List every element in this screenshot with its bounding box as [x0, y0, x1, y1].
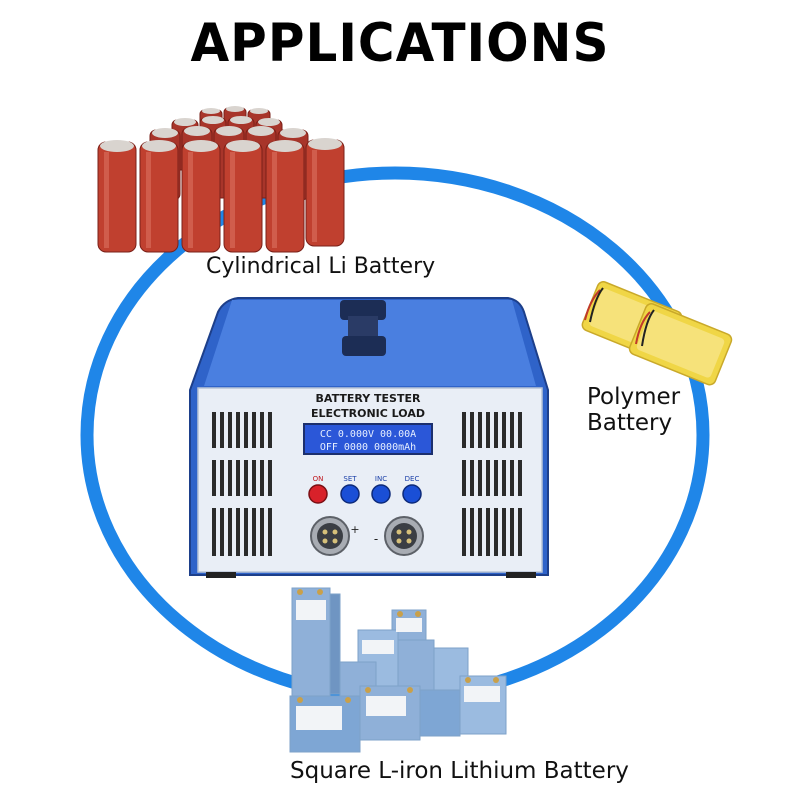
- lcd-line2: OFF 0000 0000mAh: [320, 442, 416, 453]
- terminal-positive: [310, 516, 350, 556]
- device-panel-line1: BATTERY TESTER: [316, 392, 421, 405]
- set-button: [340, 484, 360, 504]
- dec-button: [402, 484, 422, 504]
- lcd-line1: CC 0.000V 00.00A: [320, 429, 416, 440]
- button-label-dec: DEC: [405, 475, 420, 483]
- polymer-label-line1: Polymer: [587, 384, 681, 410]
- square-battery-image: [289, 587, 507, 753]
- terminal-plus-sign: +: [350, 523, 359, 536]
- polymer-label-line2: Battery: [587, 410, 673, 436]
- button-label-inc: INC: [375, 475, 387, 483]
- polymer-battery-label: Polymer Battery: [587, 384, 680, 436]
- square-battery-label: Square L-iron Lithium Battery: [290, 758, 629, 784]
- polymer-battery-image: [581, 281, 733, 386]
- cylindrical-battery-image: [97, 106, 345, 253]
- on-button: [308, 484, 328, 504]
- device-lcd: [303, 423, 433, 455]
- cylindrical-battery-label: Cylindrical Li Battery: [206, 254, 436, 279]
- button-label-on: ON: [313, 475, 324, 483]
- button-label-set: SET: [343, 475, 357, 483]
- terminal-minus-sign: -: [374, 532, 378, 546]
- battery-tester-device: BATTERY TESTER ELECTRONIC LOAD CC 0.000V…: [189, 297, 549, 578]
- inc-button: [371, 484, 391, 504]
- page-title: APPLICATIONS: [190, 12, 610, 74]
- terminal-negative: [384, 516, 424, 556]
- device-panel-line2: ELECTRONIC LOAD: [311, 407, 425, 420]
